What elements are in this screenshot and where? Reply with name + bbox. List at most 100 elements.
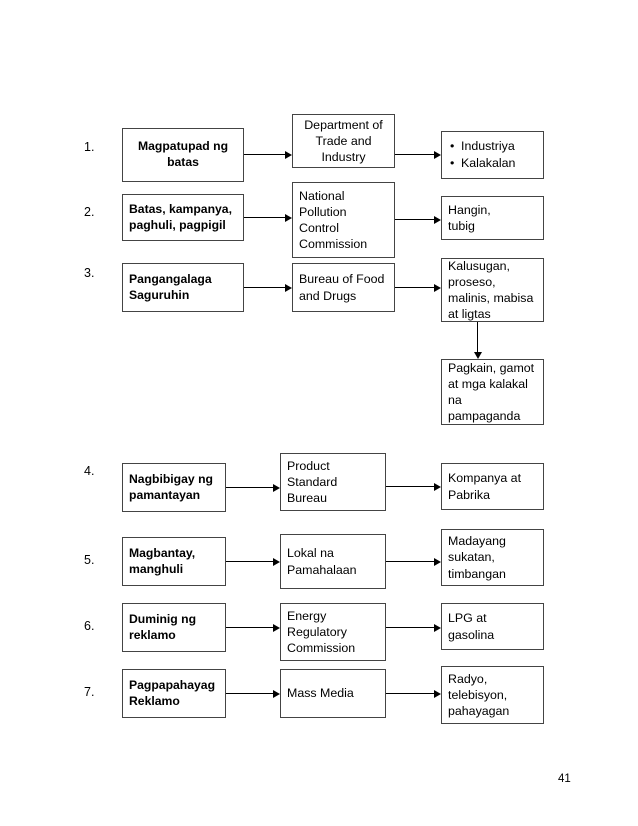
arrow-agency-to-scope-4 xyxy=(386,482,441,491)
row-number-4: 4. xyxy=(84,464,95,478)
row-number-6: 6. xyxy=(84,619,95,633)
node-line: at mga kalakal xyxy=(448,376,528,391)
node-function-3: Pangangalaga Saguruhin xyxy=(122,263,244,312)
arrow-function-to-agency-7 xyxy=(226,689,280,698)
node-scope-extra-3: Pagkain, gamot at mga kalakal na pampaga… xyxy=(441,359,544,425)
node-line: na xyxy=(448,393,462,407)
node-line: Pagkain, gamot xyxy=(448,360,535,375)
arrow-agency-to-scope-5 xyxy=(386,557,441,566)
node-scope-1: Industriya Kalakalan xyxy=(441,131,544,179)
node-scope-2: Hangin, tubig xyxy=(441,196,544,240)
node-line: Commission xyxy=(287,641,356,656)
node-line: Nagbibigay ng xyxy=(129,471,213,486)
node-line: Bureau of Food xyxy=(299,272,385,287)
node-line: Duminig ng xyxy=(129,611,197,626)
row-number-7: 7. xyxy=(84,685,95,699)
node-line: paghuli, pagpigil xyxy=(129,217,226,232)
node-line: and Drugs xyxy=(299,288,357,303)
node-line: proseso, xyxy=(448,274,496,289)
node-line: Control xyxy=(299,221,339,235)
node-line: Magbantay, xyxy=(129,545,196,560)
arrow-agency-to-scope-3 xyxy=(395,283,441,292)
arrow-scope-to-scope-extra-3 xyxy=(473,322,482,359)
node-function-7: Pagpapahayag Reklamo xyxy=(122,669,226,718)
node-function-4: Nagbibigay ng pamantayan xyxy=(122,463,226,512)
node-line: Kalusugan, xyxy=(448,258,511,273)
node-line: Magpatupad ng xyxy=(137,139,229,154)
node-scope-5: Madayang sukatan, timbangan xyxy=(441,529,544,586)
node-function-6: Duminig ng reklamo xyxy=(122,603,226,652)
arrow-function-to-agency-5 xyxy=(226,557,280,566)
arrow-function-to-agency-1 xyxy=(244,150,292,159)
node-line: Saguruhin xyxy=(129,287,190,302)
node-line: pahayagan xyxy=(448,704,510,719)
node-function-1: Magpatupad ng batas xyxy=(122,128,244,182)
node-line: Reklamo xyxy=(129,693,180,708)
node-agency-2: National Pollution Control Commission xyxy=(292,182,395,258)
row-number-3: 3. xyxy=(84,266,95,280)
node-scope-3: Kalusugan, proseso, malinis, mabisa at l… xyxy=(441,258,544,322)
node-line: at ligtas xyxy=(448,307,491,322)
node-line: tubig xyxy=(448,219,475,233)
arrow-function-to-agency-3 xyxy=(244,283,292,292)
arrow-agency-to-scope-1 xyxy=(395,150,441,159)
node-agency-4: Product Standard Bureau xyxy=(280,453,386,511)
node-scope-4: Kompanya at Pabrika xyxy=(441,463,544,510)
node-agency-3: Bureau of Food and Drugs xyxy=(292,263,395,312)
node-line: Pamahalaan xyxy=(287,562,357,577)
arrow-agency-to-scope-7 xyxy=(386,689,441,698)
node-line: Radyo, xyxy=(448,671,488,686)
arrow-agency-to-scope-6 xyxy=(386,623,441,632)
node-agency-1: Department of Trade and Industry xyxy=(292,114,395,168)
node-scope-6: LPG at gasolina xyxy=(441,603,544,650)
node-line: LPG at xyxy=(448,611,487,626)
arrow-function-to-agency-6 xyxy=(226,623,280,632)
node-line: Madayang xyxy=(448,534,506,549)
node-scope-7: Radyo, telebisyon, pahayagan xyxy=(441,666,544,724)
node-line: reklamo xyxy=(129,627,176,642)
node-line: Bureau xyxy=(287,491,327,506)
node-line: Trade and xyxy=(315,133,372,148)
node-line: Kompanya at xyxy=(448,471,522,486)
page-number: 41 xyxy=(558,773,571,785)
node-line: Pabrika xyxy=(448,487,491,502)
node-line: pamantayan xyxy=(129,487,201,502)
row-number-2: 2. xyxy=(84,205,95,219)
row-number-1: 1. xyxy=(84,140,95,154)
scope-bullet-item: Industriya xyxy=(450,138,515,155)
node-line: Pagpapahayag xyxy=(129,677,216,692)
node-line: pampaganda xyxy=(448,409,521,424)
node-line: malinis, mabisa xyxy=(448,291,534,305)
scope-bullet-list: Industriya Kalakalan xyxy=(448,138,516,172)
node-line: gasolina xyxy=(448,627,495,642)
node-line: Lokal na xyxy=(287,546,334,561)
node-line: batas xyxy=(167,155,199,169)
node-line: Commission xyxy=(299,237,368,252)
node-line: National xyxy=(299,188,345,203)
node-line: timbangan xyxy=(448,566,506,581)
node-line: Pollution xyxy=(299,204,347,219)
node-line: manghuli xyxy=(129,561,184,576)
scope-bullet-item: Kalakalan xyxy=(450,155,516,172)
node-line: Batas, kampanya, xyxy=(129,201,232,216)
node-line: Industry xyxy=(321,150,366,165)
node-line: Mass Media xyxy=(287,686,354,701)
arrow-function-to-agency-2 xyxy=(244,213,292,222)
node-agency-6: Energy Regulatory Commission xyxy=(280,603,386,661)
node-line: Pangangalaga xyxy=(129,271,212,286)
node-agency-5: Lokal na Pamahalaan xyxy=(280,534,386,589)
node-line: telebisyon, xyxy=(448,687,508,702)
node-line: Hangin, xyxy=(448,202,491,217)
arrow-agency-to-scope-2 xyxy=(395,215,441,224)
row-number-5: 5. xyxy=(84,553,95,567)
node-function-5: Magbantay, manghuli xyxy=(122,537,226,586)
node-function-2: Batas, kampanya, paghuli, pagpigil xyxy=(122,194,244,241)
node-agency-7: Mass Media xyxy=(280,669,386,718)
node-line: Standard xyxy=(287,474,338,489)
node-line: sukatan, xyxy=(448,550,495,565)
node-line: Product xyxy=(287,458,330,473)
node-line: Regulatory xyxy=(287,624,347,639)
node-line: Department of xyxy=(304,117,383,132)
arrow-function-to-agency-4 xyxy=(226,483,280,492)
